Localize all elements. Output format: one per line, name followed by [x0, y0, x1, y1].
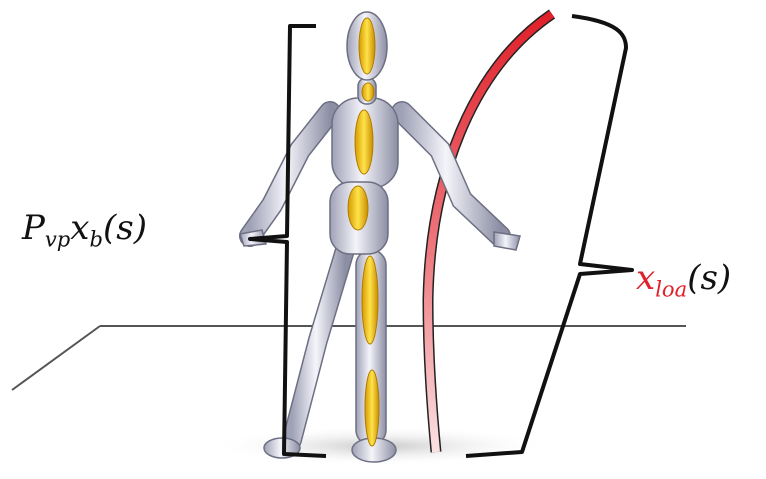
line-of-action-label: xloa(s) [636, 258, 731, 301]
ground-plane [12, 326, 686, 390]
body-pose-label: Pvpxb(s) [22, 208, 147, 251]
